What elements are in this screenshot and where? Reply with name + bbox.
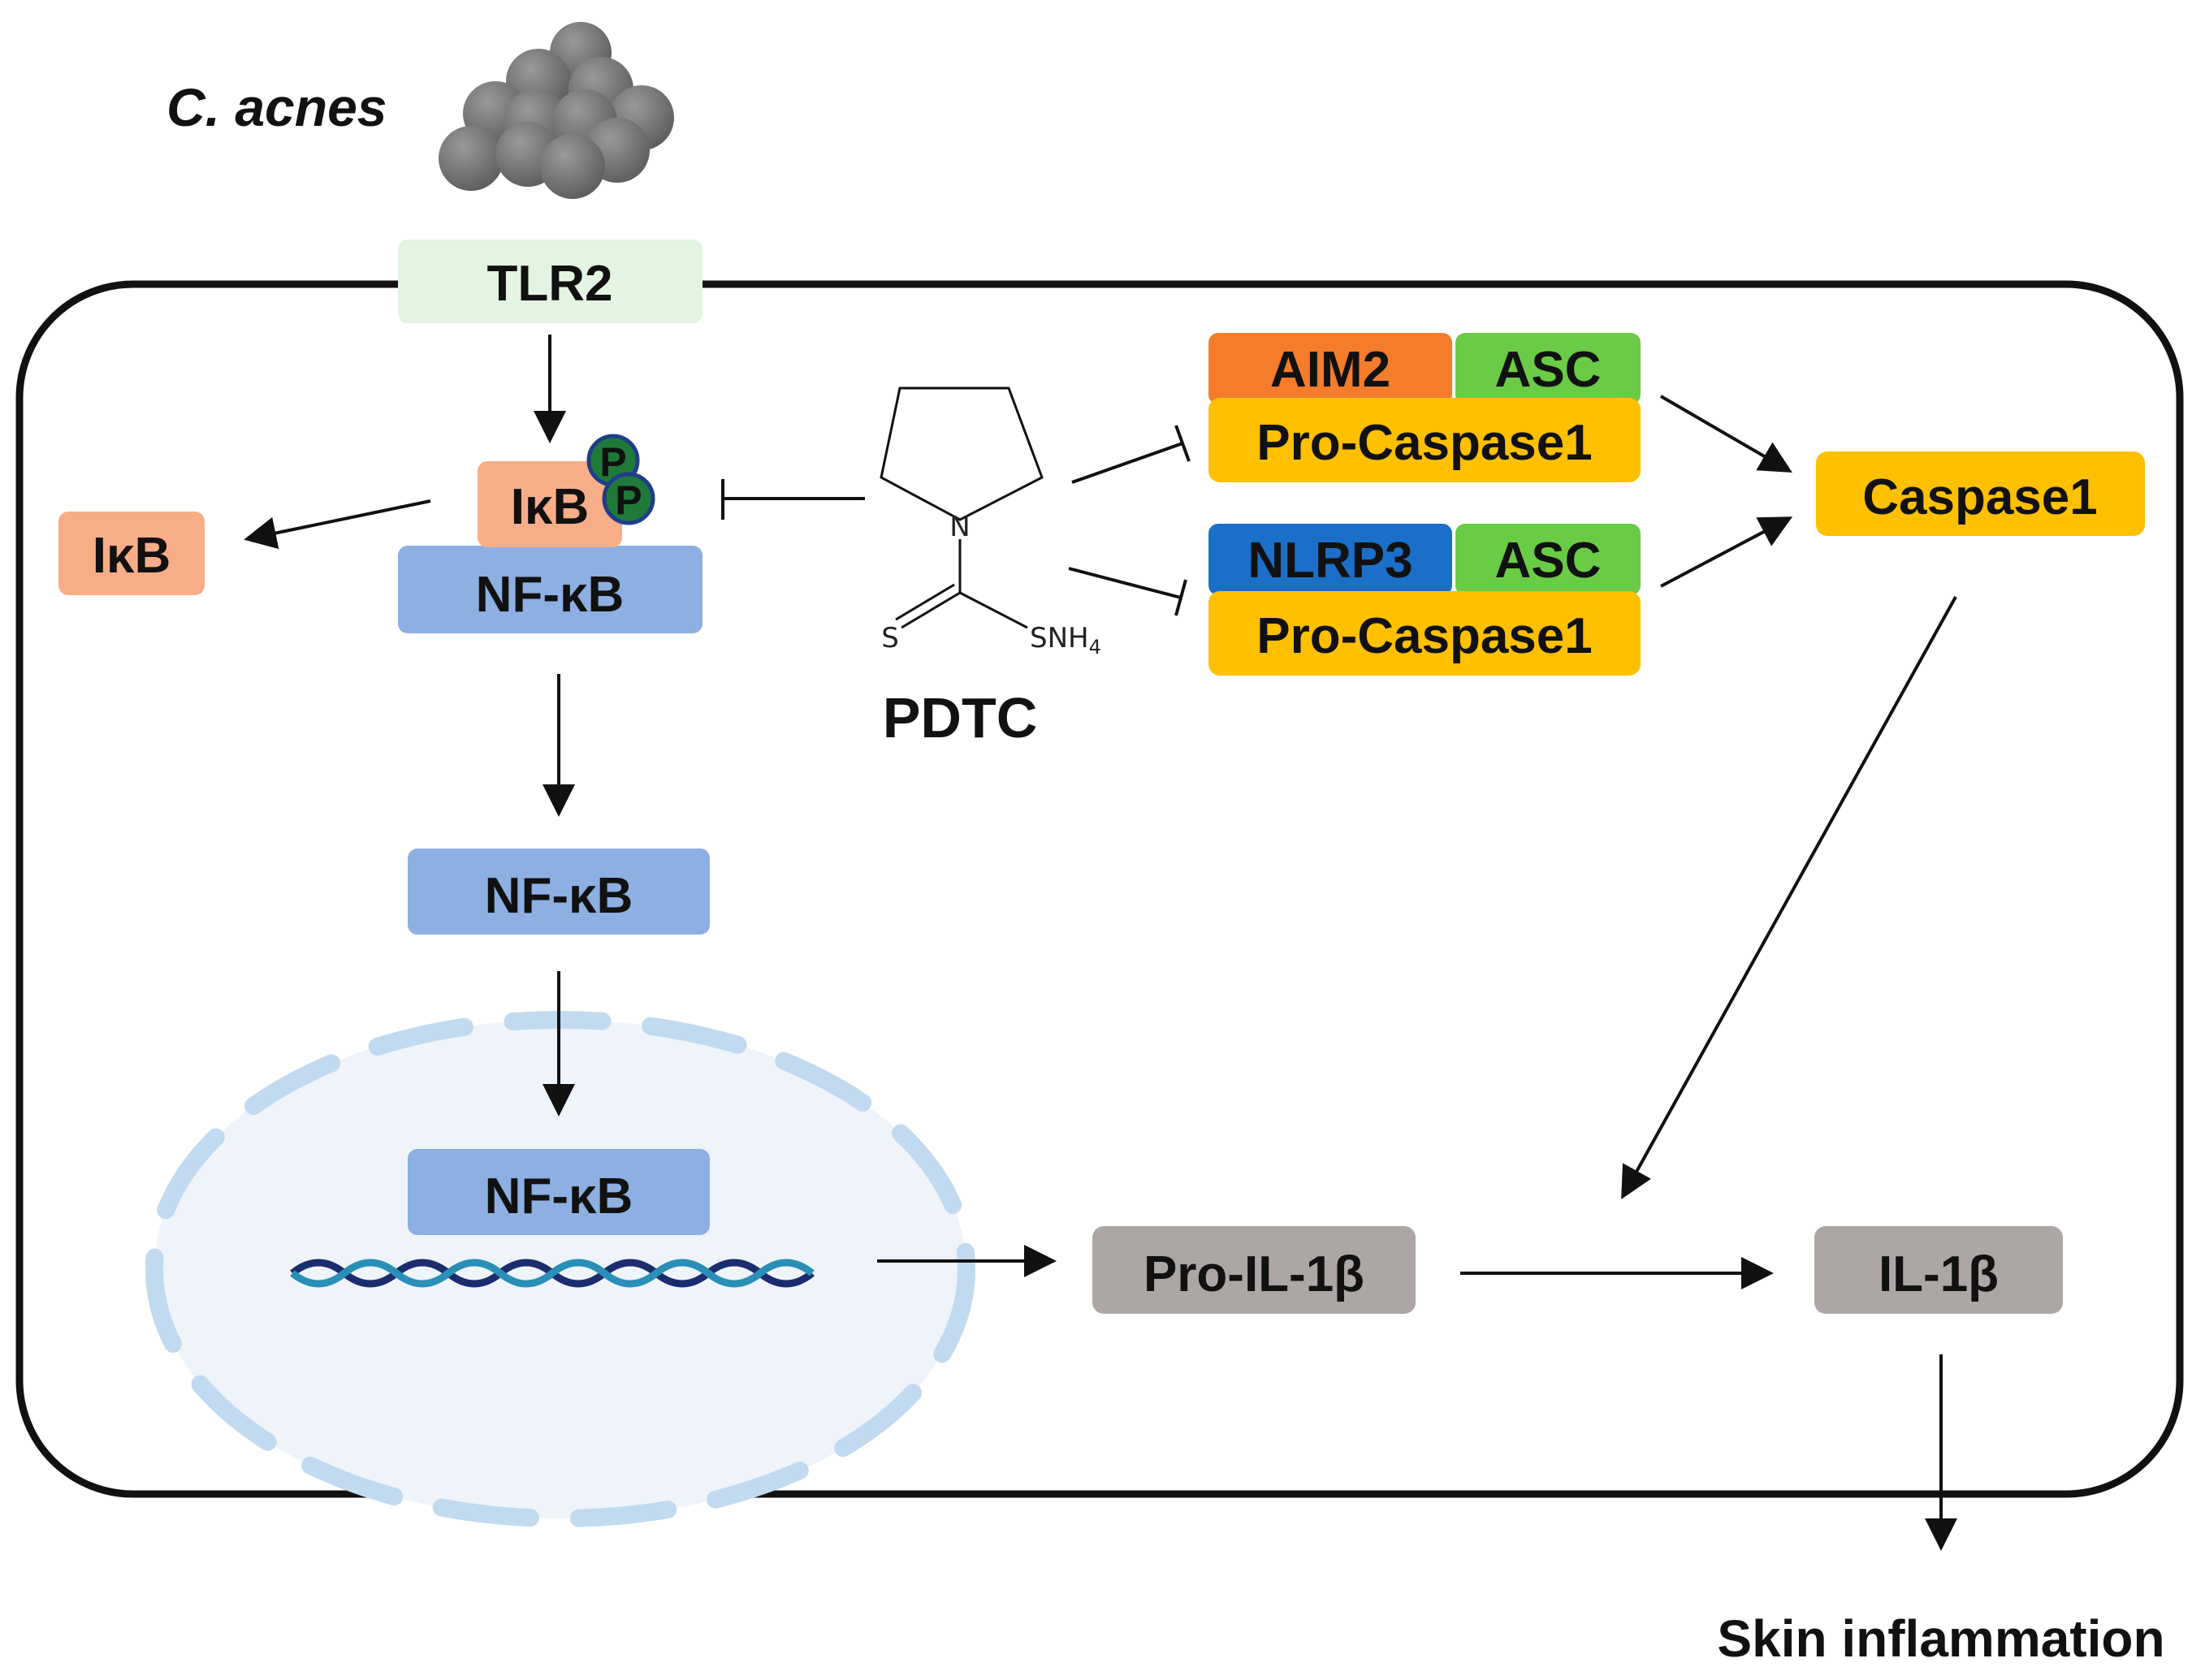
bacteria-cluster-icon bbox=[439, 22, 674, 199]
aim2-label: AIM2 bbox=[1270, 342, 1390, 398]
aim2-asc-box bbox=[1455, 333, 1641, 404]
dna-icon bbox=[290, 1259, 815, 1288]
nlrp3-asc-box bbox=[1455, 524, 1641, 595]
caspase1: Caspase1 bbox=[1816, 451, 2145, 536]
pdtc-structure bbox=[880, 387, 1044, 629]
outcome-label: Skin inflammation bbox=[1717, 1609, 2164, 1668]
caspase1-label: Caspase1 bbox=[1862, 469, 2098, 525]
ikb-complex-box bbox=[478, 461, 622, 547]
pdtc-nitrogen-label: N bbox=[949, 511, 970, 543]
pro-il1b: Pro-IL-1β bbox=[1092, 1226, 1416, 1314]
arrow-nlrp3-to-caspase bbox=[1660, 516, 1793, 588]
nlrp3-label: NLRP3 bbox=[1247, 533, 1412, 589]
nfkb-nucleus-label: NF-κB bbox=[485, 1168, 633, 1224]
arrow-aim2-to-caspase bbox=[1659, 395, 1792, 473]
tlr2-label: TLR2 bbox=[487, 256, 613, 312]
nfkb-cytoplasm-label: NF-κB bbox=[485, 868, 633, 924]
nlrp3-pro-caspase-label: Pro-Caspase1 bbox=[1256, 608, 1593, 664]
aim2-pro-caspase-label: Pro-Caspase1 bbox=[1256, 415, 1593, 471]
aim2-box bbox=[1208, 333, 1452, 404]
nlrp3-asc-label: ASC bbox=[1495, 533, 1602, 589]
released-ikb-label: IκB bbox=[93, 528, 171, 584]
inhibition-nfkb bbox=[721, 479, 865, 520]
inhibition-nlrp3 bbox=[1068, 567, 1187, 616]
cell-membrane bbox=[15, 280, 2184, 1498]
nfkb-cytoplasm: NF-κB bbox=[408, 849, 710, 935]
il1b-label: IL-1β bbox=[1879, 1246, 1999, 1302]
bacteria-label: C. acnes bbox=[166, 77, 387, 137]
aim2-pro-caspase-box bbox=[1208, 398, 1641, 482]
pdtc-thiol-label: SNH4 bbox=[1030, 622, 1101, 659]
phospho-icon: P bbox=[602, 472, 655, 525]
aim2-inflammasome: AIM2 ASC Pro-Caspase1 bbox=[1208, 333, 1641, 482]
nfkb-complex-label: NF-κB bbox=[476, 567, 625, 623]
ikb-nfkb-complex: NF-κB IκB P P bbox=[398, 434, 703, 633]
aim2-asc-label: ASC bbox=[1495, 342, 1602, 398]
nfkb-complex-box bbox=[398, 546, 703, 633]
pdtc-label: PDTC bbox=[883, 686, 1038, 749]
nlrp3-pro-caspase-box bbox=[1208, 591, 1641, 676]
inhibition-aim2 bbox=[1071, 425, 1191, 484]
arrow-ikb-release bbox=[244, 499, 431, 550]
ikb-complex-label: IκB bbox=[511, 479, 590, 535]
nfkb-nucleus: NF-κB bbox=[408, 1149, 710, 1235]
pdtc-sulfur-label: S bbox=[881, 622, 899, 654]
pro-il1b-label: Pro-IL-1β bbox=[1144, 1246, 1364, 1302]
nlrp3-box bbox=[1208, 524, 1452, 595]
arrow-caspase-cleavage bbox=[1621, 596, 1957, 1199]
nlrp3-inflammasome: NLRP3 ASC Pro-Caspase1 bbox=[1208, 524, 1641, 676]
released-ikb: IκB bbox=[58, 512, 205, 595]
tlr2-receptor: TLR2 bbox=[398, 240, 703, 323]
il1b: IL-1β bbox=[1814, 1226, 2063, 1314]
svg-text:P: P bbox=[615, 477, 642, 523]
